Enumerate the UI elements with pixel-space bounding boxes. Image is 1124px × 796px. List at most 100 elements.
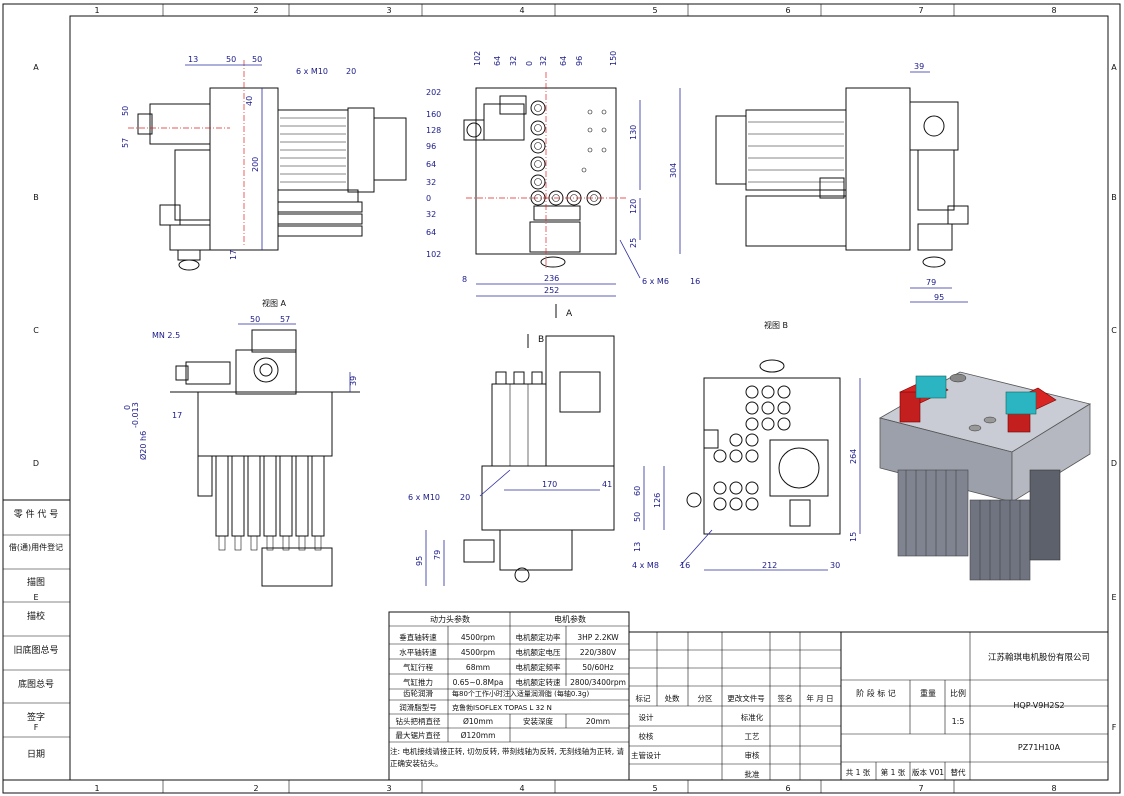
revision-header: 分区 [698,694,713,703]
dim-252: 252 [544,286,559,295]
view-front-lower-dims: B 170 41 60 50 126 13 6 x M10 20 95 79 [408,334,665,586]
dim-va-39: 39 [349,376,358,386]
dim-170: 170 [542,480,557,489]
dim-top-tick: 32 [509,56,518,66]
dim-m10-depth: 20 [346,67,356,76]
param-cell: 电机额定频率 [516,662,561,672]
zone-col-top: 1 [94,6,99,15]
left-registration-block: 零 件 代 号 借(通)用件登记 描图 描校 旧底图总号 底图总号 签字 日期 [2,499,71,781]
zone-col-top: 5 [652,6,657,15]
dim-60: 60 [633,486,642,496]
view-b-dims: 264 212 30 15 4 x M8 16 [632,378,861,571]
param-cell: 0.65~0.8Mpa [453,678,504,687]
version: 版本 V01 [912,767,944,777]
weight-label: 重量 [920,688,936,698]
arrow-a-label: A [566,309,573,319]
dim-25: 25 [629,238,638,248]
zone-row-left: C [33,326,39,335]
grease-value: 克鲁勃ISOFLEX TOPAS L 32 N [452,703,552,712]
dim-50b: 50 [252,55,262,64]
saw-label: 最大锯片直径 [396,730,441,740]
dim-left-tick: 160 [426,110,441,119]
reg-base: 底图总号 [18,678,54,690]
dim-79: 79 [926,278,936,287]
view-a-caption: 视图 A [262,298,287,308]
stage-label: 阶 段 标 记 [856,688,896,698]
reg-part-code: 零 件 代 号 [14,508,59,520]
dim-tol-upper: 0 [123,405,132,410]
signoff-role: 审核 [745,750,760,760]
zone-col-bottom: 1 [94,784,99,793]
dim-200: 200 [251,157,260,172]
product-code: HQP-V9H2S2 [1013,701,1064,710]
zone-col-top: 3 [386,6,391,15]
dim-236: 236 [544,274,559,283]
lube-label: 齿轮润滑 [403,688,433,698]
depth-label: 安装深度 [523,716,553,726]
zone-row-right: B [1111,193,1117,202]
zone-row-left: A [33,63,39,72]
replace-label: 替代 [951,767,966,777]
param-cell: 气缸行程 [403,662,433,672]
dim-m6-label: 6 x M6 [642,277,669,286]
revision-header: 更改文件号 [727,693,765,703]
zone-col-bottom: 6 [785,784,790,793]
signoff-role: 标准化 [741,712,764,722]
dim-va-57: 57 [280,315,290,324]
sheet-total: 共 1 张 [846,768,871,777]
param-cell: 2800/3400rpm [570,678,626,687]
dim-va-50: 50 [250,315,260,324]
dim-304: 304 [669,163,678,178]
note-box: 注: 电机接线请接正转, 切勿反转, 带刻线轴为反转, 无刻线轴为正转, 请正确… [390,747,624,768]
reg-trace-check: 描校 [27,610,45,622]
param-cell: 4500rpm [461,633,495,642]
dim-left-tick: 32 [426,178,436,187]
revision-header: 年 月 日 [806,693,833,703]
zone-row-right: D [1111,459,1117,468]
param-cell: 电机额定转速 [516,677,561,687]
arrow-b-label: B [538,335,544,345]
view-side-right [715,87,969,268]
scale-label: 比例 [950,688,966,698]
scale-value: 1:5 [952,717,965,726]
isometric-view [878,371,1092,581]
dim-95-lower: 95 [415,556,424,566]
signoff-role: 设计 [639,712,654,722]
dim-m10b-label: 6 x M10 [408,493,440,502]
dim-left-tick: 0 [426,194,431,203]
dim-57: 57 [121,138,130,148]
zone-row-left: D [33,459,39,468]
param-cell: 220/380V [580,648,617,657]
sheet-number: 第 1 张 [881,767,906,777]
dim-30: 30 [830,561,840,570]
dim-left-tick: 32 [426,210,436,219]
chuck-label: 钻头把柄直径 [396,716,441,726]
zone-col-top: 7 [918,6,923,15]
param-cell: 50/60Hz [582,663,613,672]
usage-note: 注: 电机接线请接正转, 切勿反转, 带刻线轴为反转, 无刻线轴为正转, 请正确… [390,747,624,768]
dim-39: 39 [914,62,924,71]
dim-left-tick: 202 [426,88,441,97]
view-front-lower [463,335,615,583]
dim-top-tick: 32 [539,56,548,66]
dim-120: 120 [629,199,638,214]
signoff-role: 主管设计 [631,750,661,760]
params-left-header: 动力头参数 [430,614,470,624]
view-b-caption: 视图 B [764,320,788,330]
dim-212: 212 [762,561,777,570]
dim-top-tick: 64 [559,56,568,66]
zone-row-right: E [1111,593,1116,602]
param-cell: 3HP 2.2KW [577,633,619,642]
dim-m8-label: 4 x M8 [632,561,659,570]
dim-50-left: 50 [121,106,130,116]
view-a-drawing [170,329,360,587]
signoff-role: 批准 [745,769,760,779]
dim-left-tick: 64 [426,228,436,237]
zone-row-left: F [34,723,39,732]
dim-tol-lower: -0.013 [131,402,140,428]
view-a-dims: 50 57 MN 2.5 39 17 Ø20 h6 0 -0.013 [123,315,358,460]
dim-264: 264 [849,449,858,464]
